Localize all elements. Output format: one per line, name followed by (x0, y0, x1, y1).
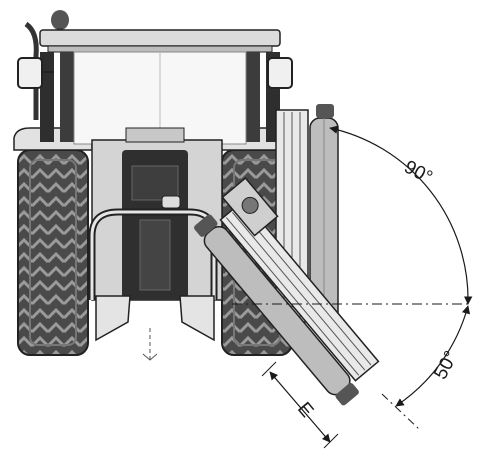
cab-pillar-left (40, 52, 54, 142)
right-lower-link (179, 295, 215, 342)
left-lower-link (95, 295, 131, 342)
exhaust-pipe (24, 21, 39, 120)
left-mirror (17, 57, 54, 89)
cab-roof (39, 29, 281, 47)
angle-arc-50 (395, 305, 471, 407)
right-mirror (267, 57, 293, 89)
left-rear-tire (17, 149, 89, 356)
mower-arm-tilted (194, 176, 380, 406)
angle-arc-90 (329, 125, 473, 305)
dimension-e-line (269, 371, 331, 443)
dimension-e-label: E (293, 399, 317, 422)
angle-label-50: 50° (430, 348, 462, 383)
tractor (13, 10, 299, 361)
angle-label-90: 90° (400, 157, 435, 189)
